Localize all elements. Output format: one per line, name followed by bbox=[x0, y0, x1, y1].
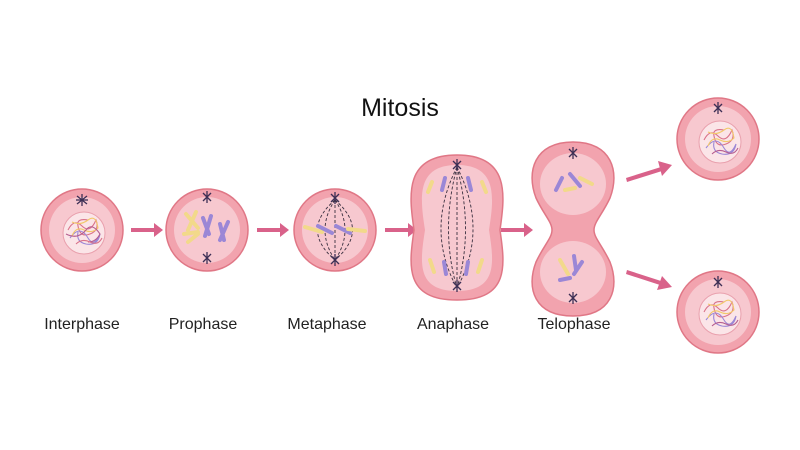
arrow-to-daughter-bottom bbox=[626, 270, 672, 290]
anaphase-chromosomes-top bbox=[426, 176, 488, 194]
label-prophase: Prophase bbox=[168, 316, 238, 333]
anaphase-chromosomes-bottom bbox=[428, 258, 484, 276]
prophase-cell bbox=[165, 188, 249, 272]
prophase-centrosome-top bbox=[202, 191, 212, 203]
telophase-chromosomes-bottom bbox=[558, 254, 584, 282]
telophase-centrosome-top bbox=[568, 147, 578, 159]
prophase-centrosome-bottom bbox=[202, 252, 212, 264]
interphase-cell bbox=[40, 188, 124, 272]
metaphase-cell bbox=[293, 188, 377, 272]
telophase-chromosomes-top bbox=[554, 172, 594, 192]
anaphase-spindle bbox=[440, 166, 474, 289]
label-telophase: Telophase bbox=[537, 316, 611, 333]
diagram-title: Mitosis bbox=[361, 94, 439, 122]
arrow-3 bbox=[385, 223, 417, 237]
arrow-to-daughter-top bbox=[626, 161, 672, 182]
chromatin-tangle bbox=[65, 217, 103, 245]
arrow-2 bbox=[257, 223, 289, 237]
metaphase-chromosomes bbox=[303, 224, 367, 235]
label-anaphase: Anaphase bbox=[416, 316, 490, 333]
arrow-1 bbox=[131, 223, 163, 237]
anaphase-centrosome-top bbox=[452, 159, 462, 171]
anaphase-cell bbox=[410, 154, 504, 301]
telophase-cell bbox=[531, 141, 615, 317]
interphase-centrosome bbox=[76, 194, 88, 206]
metaphase-centrosome-top bbox=[330, 192, 340, 204]
label-metaphase: Metaphase bbox=[287, 316, 367, 333]
metaphase-centrosome-bottom bbox=[330, 254, 340, 266]
anaphase-centrosome-bottom bbox=[452, 280, 462, 292]
label-interphase: Interphase bbox=[44, 316, 120, 333]
arrow-4 bbox=[501, 223, 533, 237]
prophase-chromosomes bbox=[182, 210, 230, 244]
daughter-cell-top bbox=[676, 97, 760, 181]
telophase-centrosome-bottom bbox=[568, 292, 578, 304]
daughter-cell-bottom bbox=[676, 270, 760, 354]
